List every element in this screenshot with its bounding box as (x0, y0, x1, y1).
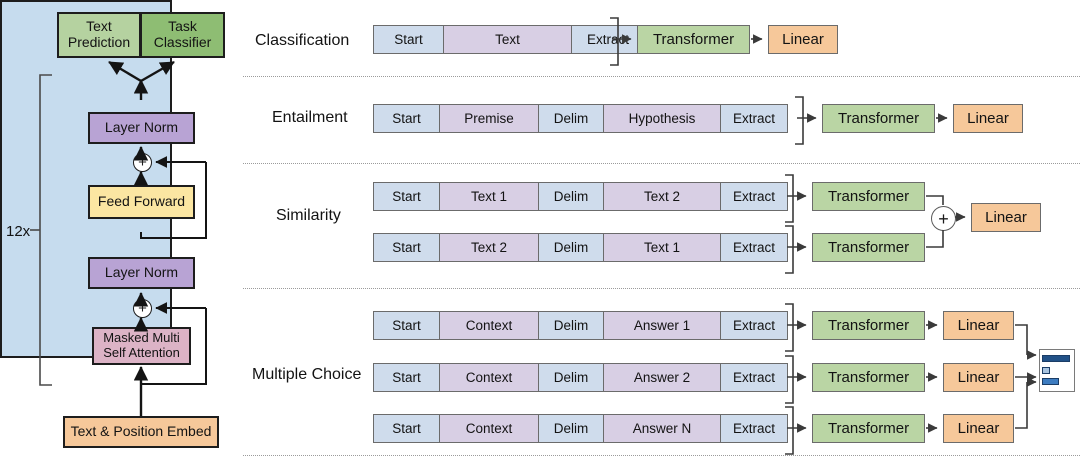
token-answer: Answer 2 (602, 363, 722, 392)
softmax-bar-2 (1042, 367, 1050, 374)
linear-mc-3: Linear (943, 414, 1014, 443)
task-label-entailment: Entailment (272, 109, 348, 126)
separator-4 (243, 455, 1080, 456)
token-start: Start (373, 25, 444, 54)
token-answer: Answer N (602, 414, 722, 443)
residual-add-bottom-icon: + (133, 299, 152, 318)
token-answer: Answer 1 (602, 311, 722, 340)
linear-mc-2: Linear (943, 363, 1014, 392)
linear-label: Linear (957, 420, 1000, 437)
token-start: Start (373, 311, 440, 340)
token-text-2: Text 2 (602, 182, 722, 211)
linear-entailment: Linear (953, 104, 1023, 133)
transformer-mc-1: Transformer (812, 311, 925, 340)
transformer-label: Transformer (827, 188, 910, 205)
layer-norm-top-label: Layer Norm (104, 119, 179, 136)
transformer-label: Transformer (827, 420, 910, 437)
token-extract: Extract (720, 104, 788, 133)
token-delim: Delim (538, 104, 604, 133)
linear-label: Linear (967, 110, 1009, 127)
linear-label: Linear (782, 31, 824, 48)
separator-1 (243, 76, 1080, 77)
separator-3 (243, 288, 1080, 289)
layer-norm-bottom-block: Layer Norm (88, 257, 195, 289)
softmax-bar-1 (1042, 355, 1070, 362)
feed-forward-block: Feed Forward (88, 185, 195, 219)
separator-2 (243, 163, 1080, 164)
token-sequence-similarity-2: Start Text 2 Delim Text 1 Extract (373, 233, 788, 262)
transformer-similarity-1: Transformer (812, 182, 925, 211)
task-label-multiple-choice: Multiple Choice (252, 366, 362, 383)
linear-label: Linear (957, 317, 1000, 334)
transformer-label: Transformer (827, 369, 910, 386)
token-delim: Delim (538, 182, 604, 211)
token-extract: Extract (571, 25, 645, 54)
token-start: Start (373, 233, 440, 262)
text-prediction-head: Text Prediction (57, 12, 141, 58)
transformer-label: Transformer (827, 239, 910, 256)
token-start: Start (373, 182, 440, 211)
softmax-bar-3 (1042, 378, 1059, 385)
token-delim: Delim (538, 363, 604, 392)
token-sequence-mc-3: Start Context Delim Answer N Extract (373, 414, 788, 443)
token-sequence-similarity-1: Start Text 1 Delim Text 2 Extract (373, 182, 788, 211)
text-prediction-label: Text Prediction (67, 18, 131, 50)
token-extract: Extract (720, 311, 788, 340)
plus-glyph: + (938, 208, 949, 229)
linear-label: Linear (985, 209, 1027, 226)
token-text-1: Text 1 (602, 233, 722, 262)
task-classifier-label: Task Classifier (153, 18, 212, 50)
token-start: Start (373, 104, 440, 133)
transformer-label: Transformer (652, 31, 735, 48)
repeat-12x-label: 12x (6, 223, 31, 240)
masked-self-attention-block: Masked Multi Self Attention (92, 327, 191, 365)
layer-norm-top-block: Layer Norm (88, 112, 195, 144)
linear-label: Linear (957, 369, 1000, 386)
transformer-classification: Transformer (637, 25, 750, 54)
token-text-2: Text 2 (438, 233, 540, 262)
masked-self-attention-label: Masked Multi Self Attention (103, 330, 180, 360)
similarity-add-icon: + (931, 206, 956, 231)
token-start: Start (373, 414, 440, 443)
token-context: Context (438, 311, 540, 340)
token-extract: Extract (720, 363, 788, 392)
token-delim: Delim (538, 414, 604, 443)
transformer-mc-3: Transformer (812, 414, 925, 443)
task-label-similarity: Similarity (276, 207, 341, 224)
transformer-similarity-2: Transformer (812, 233, 925, 262)
transformer-label: Transformer (827, 317, 910, 334)
task-classifier-head: Task Classifier (140, 12, 225, 58)
text-position-embed-label: Text & Position Embed (70, 423, 212, 440)
token-text-1: Text 1 (438, 182, 540, 211)
token-sequence-entailment: Start Premise Delim Hypothesis Extract (373, 104, 788, 133)
linear-mc-1: Linear (943, 311, 1014, 340)
token-context: Context (438, 414, 540, 443)
softmax-output-box (1039, 349, 1075, 392)
layer-norm-bottom-label: Layer Norm (104, 264, 179, 281)
text-position-embed-block: Text & Position Embed (63, 416, 219, 448)
token-premise: Premise (438, 104, 540, 133)
transformer-mc-2: Transformer (812, 363, 925, 392)
residual-add-top-icon: + (133, 153, 152, 172)
token-text: Text (442, 25, 573, 54)
linear-similarity: Linear (971, 203, 1041, 232)
token-hypothesis: Hypothesis (602, 104, 722, 133)
transformer-label: Transformer (837, 110, 920, 127)
token-delim: Delim (538, 311, 604, 340)
linear-classification: Linear (768, 25, 838, 54)
token-context: Context (438, 363, 540, 392)
token-sequence-classification: Start Text Extract (373, 25, 645, 54)
task-label-classification: Classification (255, 32, 350, 49)
feed-forward-label: Feed Forward (97, 193, 186, 210)
token-extract: Extract (720, 233, 788, 262)
token-sequence-mc-2: Start Context Delim Answer 2 Extract (373, 363, 788, 392)
token-extract: Extract (720, 182, 788, 211)
token-delim: Delim (538, 233, 604, 262)
token-start: Start (373, 363, 440, 392)
token-extract: Extract (720, 414, 788, 443)
token-sequence-mc-1: Start Context Delim Answer 1 Extract (373, 311, 788, 340)
transformer-entailment: Transformer (822, 104, 935, 133)
